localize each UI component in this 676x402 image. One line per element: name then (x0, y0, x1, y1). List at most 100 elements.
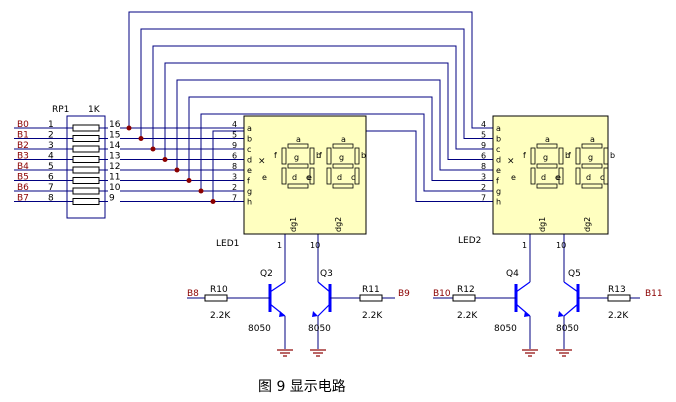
rp-right-pin-15: 15 (109, 131, 120, 141)
led2-digit1-seg2 (581, 183, 603, 189)
bus-loop-3 (164, 62, 473, 160)
rp-resistor-2 (72, 145, 100, 153)
led2-pin-seg-g: g (496, 187, 501, 196)
led1-digit0-seg0 (287, 143, 309, 149)
led2-digit0-label-g: g (543, 153, 548, 162)
led2-pin-num-9: 9 (481, 141, 486, 150)
led2-pin-num-8: 8 (481, 162, 486, 171)
q4-collector (515, 281, 531, 293)
q5-emitter (563, 303, 579, 317)
q5-collector (563, 281, 579, 293)
led1-pin-num-9: 9 (232, 141, 237, 150)
led2-digit0-label-d: d (541, 173, 546, 182)
rp-resistor-3 (72, 156, 100, 163)
q5-collector-pin: 10 (556, 241, 566, 250)
q2-type: 8050 (248, 324, 271, 334)
led2-pin-num-2: 2 (481, 183, 486, 192)
led2-pin-seg-c: c (496, 145, 500, 154)
q2-ref: Q2 (260, 269, 273, 279)
led1-pin-seg-d: d (247, 156, 252, 165)
q2-signal: B8 (187, 289, 199, 299)
junction-7 (210, 199, 216, 204)
led2-pin-num-7: 7 (481, 194, 486, 203)
led2-digit0-label-e: e (511, 173, 516, 182)
resistor-pack-value: 1K (88, 105, 101, 115)
led2-dg1-label: dg1 (538, 217, 547, 232)
led2-pin-seg-d: d (496, 156, 501, 165)
q5-resistor-value: 2.2K (608, 311, 629, 321)
rp-right-pin-12: 12 (109, 162, 120, 172)
input-label-B2: B2 (17, 141, 29, 151)
led1-digit1-seg1 (332, 163, 354, 169)
led2-digit0-seg2 (536, 183, 558, 189)
resistor-pack-ref: RP1 (52, 105, 69, 115)
q3-base-resistor (359, 294, 383, 302)
rp-left-pin-7: 7 (48, 183, 54, 193)
bus-loop-4 (176, 79, 473, 171)
led1-digit0-seg2 (287, 183, 309, 189)
led1-digit0-seg5 (281, 167, 287, 185)
rp-resistor-7 (72, 198, 100, 205)
q3-resistor-value: 2.2K (362, 311, 383, 321)
q3-emitter-arrow (312, 311, 318, 317)
led1-pin-num-3: 3 (232, 173, 237, 182)
q5-ref: Q5 (568, 269, 581, 279)
led2-digit1-seg1 (581, 163, 603, 169)
q3-collector (317, 281, 331, 293)
led1-digit0-seg1 (287, 163, 309, 169)
rp-resistor-5 (72, 177, 100, 184)
led2-digit0-seg4 (558, 147, 564, 165)
led1-digit0-label-f: f (274, 151, 277, 160)
led1-pin-num-6: 6 (232, 152, 237, 161)
q3-resistor-ref: R11 (362, 285, 380, 295)
q5-type: 8050 (556, 324, 579, 334)
led1-digit1-label-f: f (319, 151, 322, 160)
q4-resistor-value: 2.2K (457, 311, 478, 321)
q2-collector (269, 281, 286, 293)
led2-digit1-seg4 (603, 147, 609, 165)
q4-emitter-arrow (524, 311, 530, 317)
led2-pin-num-5: 5 (481, 131, 486, 140)
led2-digit1-label-d: d (586, 173, 591, 182)
led2-digit1-label-e: e (556, 173, 561, 182)
led2-digit1-seg3 (575, 147, 581, 165)
input-label-B0: B0 (17, 120, 29, 130)
led1-pin-num-8: 8 (232, 162, 237, 171)
led2-digit1-label-a: a (590, 135, 595, 144)
rp-left-pin-1: 1 (48, 120, 54, 130)
q4-ref: Q4 (506, 269, 519, 279)
led1-pin-seg-c: c (247, 145, 251, 154)
led2-pin-num-3: 3 (481, 173, 486, 182)
q5-base-resistor (607, 294, 631, 302)
junction-0 (126, 125, 132, 131)
led1-digit0-label-g: g (294, 153, 299, 162)
rp-right-pin-9: 9 (109, 194, 115, 204)
q4-resistor-ref: R12 (457, 285, 475, 295)
rp-resistor-1 (72, 135, 100, 142)
led1-digit0-label-d: d (292, 173, 297, 182)
rp-right-pin-16: 16 (109, 120, 121, 130)
bus-loop-1 (140, 28, 473, 139)
junction-1 (138, 136, 144, 141)
q2-resistor-value: 2.2K (210, 311, 231, 321)
led1-digit1-label-a: a (341, 135, 346, 144)
led1-pin-seg-h: h (247, 198, 252, 207)
led2-dg2-label: dg2 (583, 217, 592, 232)
q4-type: 8050 (494, 324, 517, 334)
led2-digit0-seg1 (536, 163, 558, 169)
q2-collector-pin: 1 (277, 241, 282, 250)
led1-digit1-seg5 (326, 167, 332, 185)
led1-label: LED1 (216, 239, 239, 249)
led2-digit1-label-f: f (568, 151, 571, 160)
q3-ref: Q3 (320, 269, 333, 279)
led1-pin-num-4: 4 (232, 120, 237, 129)
led2-digit0-label-a: a (545, 135, 550, 144)
led2-digit0-label-b: b (565, 151, 570, 160)
led1-pin-num-5: 5 (232, 131, 237, 140)
led2-digit0-label-f: f (523, 151, 526, 160)
led1-digit0-label-b: b (316, 151, 321, 160)
q3-type: 8050 (308, 324, 331, 334)
input-label-B1: B1 (17, 131, 29, 141)
led1-pin-seg-e: e (247, 166, 252, 175)
